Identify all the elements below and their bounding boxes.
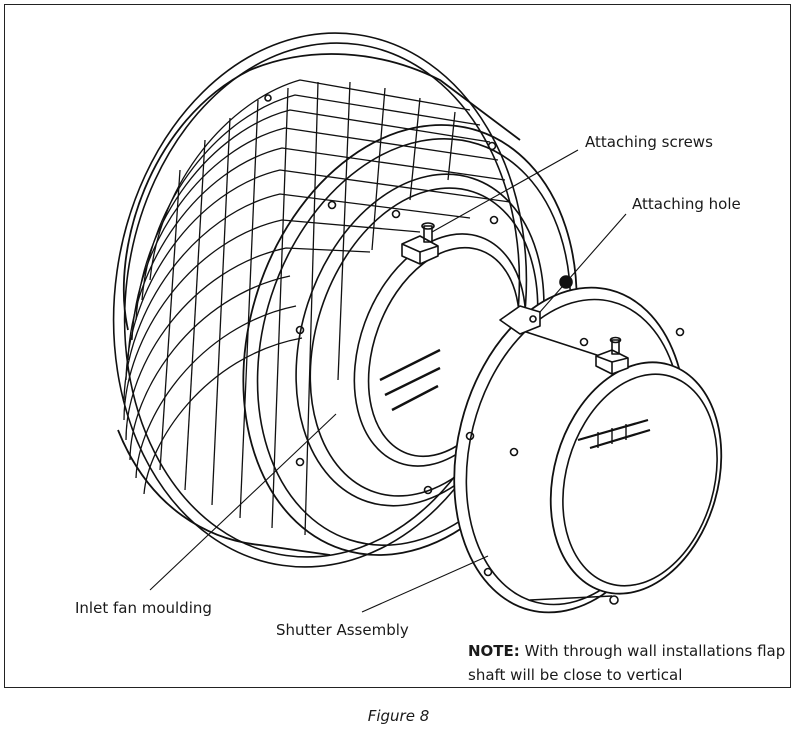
flange-hole <box>489 215 499 225</box>
leader-attaching-hole <box>539 213 627 313</box>
drum-bottom-edge <box>117 429 331 556</box>
flange-hole <box>264 94 272 102</box>
figure-caption: Figure 8 <box>367 707 430 725</box>
note-prefix: NOTE: <box>468 642 520 660</box>
shutter-assembly <box>453 286 723 614</box>
leader-shutter-assembly <box>361 555 489 613</box>
figure-frame <box>4 4 791 688</box>
flange-hole <box>327 200 337 210</box>
flange-hole <box>295 457 305 467</box>
leader-inlet-fan-moulding <box>149 413 337 591</box>
spigot-inner <box>562 373 718 587</box>
spigot-outer <box>549 361 723 595</box>
attaching-hole <box>529 315 537 323</box>
fan-grille <box>123 79 511 536</box>
flange-hole <box>391 209 401 219</box>
label-shutter-assembly: Shutter Assembly <box>276 621 409 639</box>
leader-attaching-screws <box>431 149 579 233</box>
note-text: With through wall installations flap sha… <box>468 642 786 684</box>
flange-hole <box>487 141 497 151</box>
label-inlet-fan-moulding: Inlet fan moulding <box>75 599 212 617</box>
flange-hole <box>423 485 433 495</box>
label-attaching-hole: Attaching hole <box>632 195 741 213</box>
attaching-screw-1 <box>401 222 439 265</box>
drum-top-edge <box>122 53 521 331</box>
installation-note: NOTE: With through wall installations fl… <box>468 639 788 687</box>
leader-lines <box>149 149 627 613</box>
flange-hole <box>295 325 305 335</box>
label-attaching-screws: Attaching screws <box>585 133 713 151</box>
